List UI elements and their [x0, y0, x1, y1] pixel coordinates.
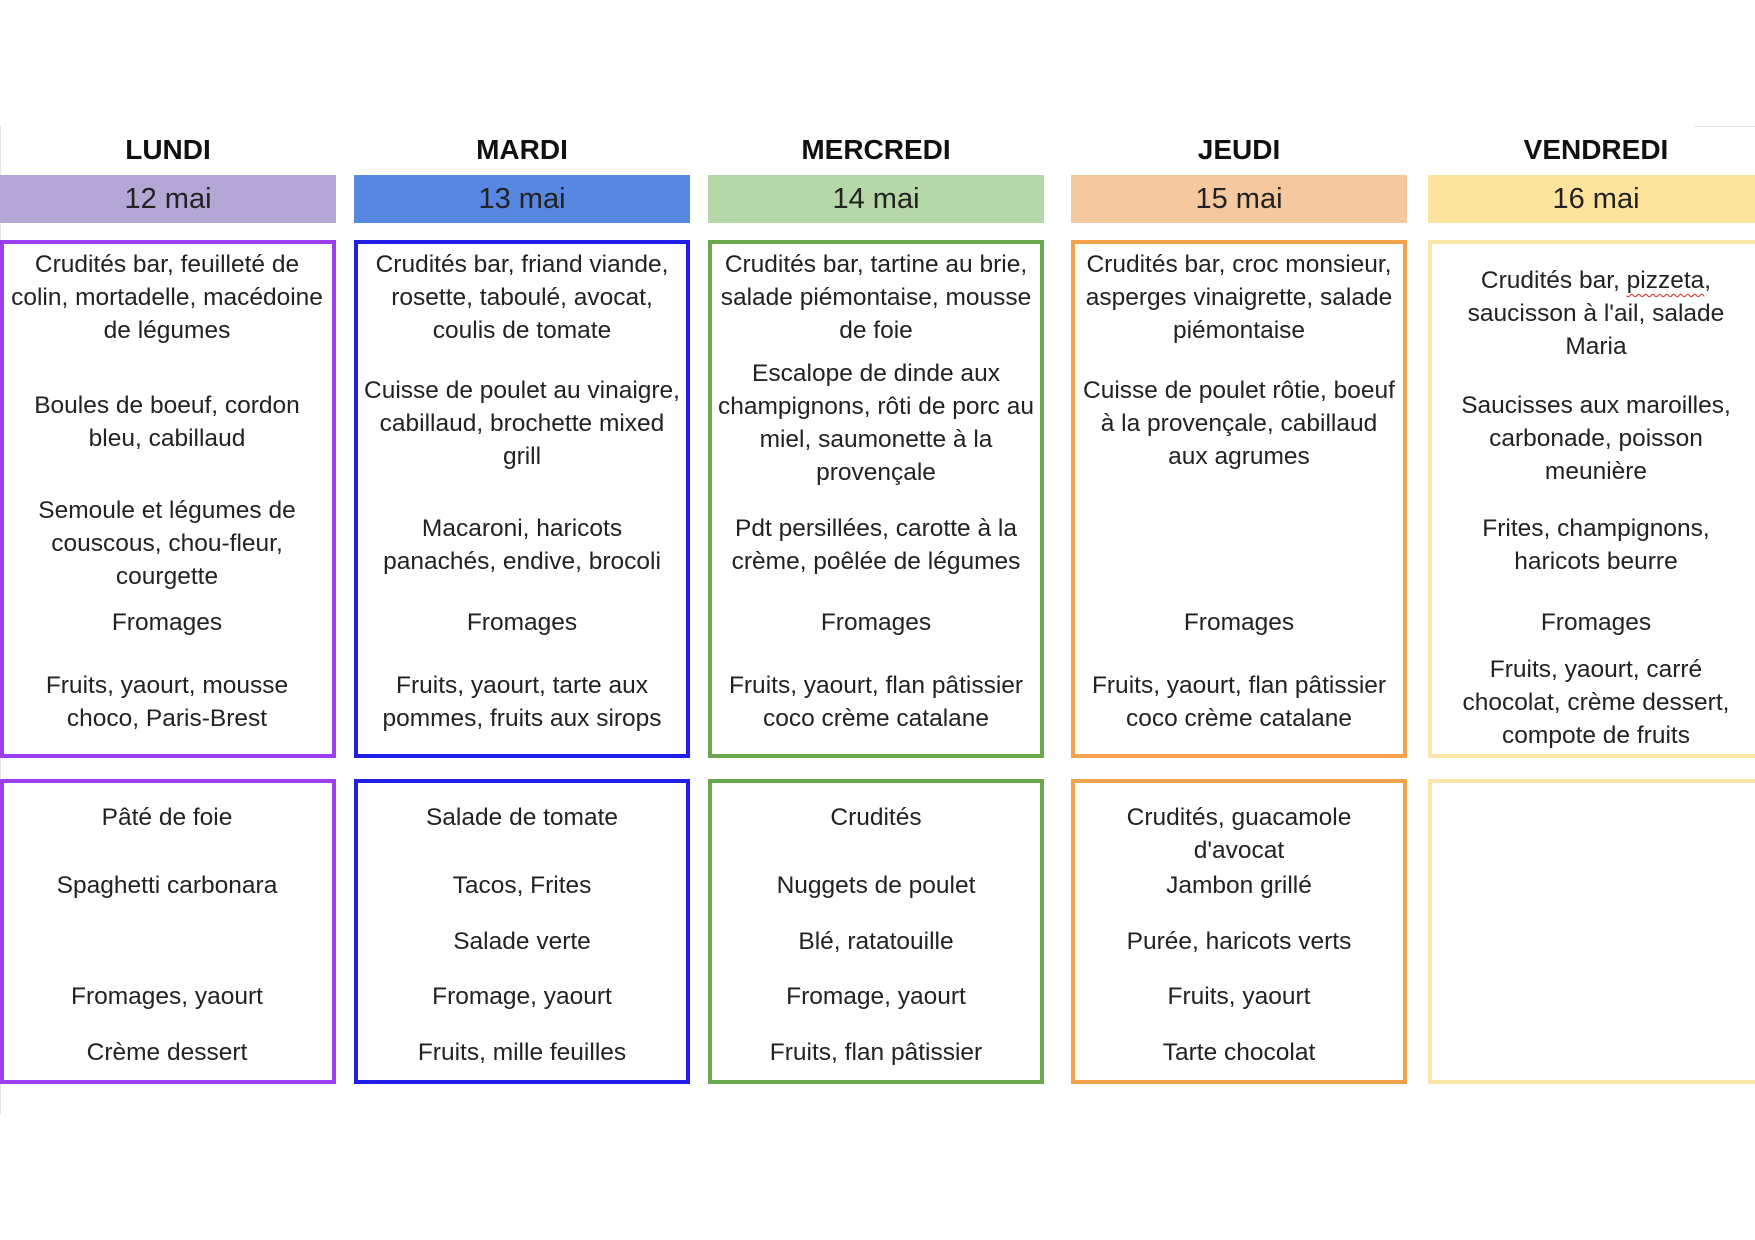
lunch-main: Boules de boeuf, cordon bleu, cabillaud: [34, 392, 300, 452]
dinner-starter: Crudités: [830, 804, 922, 831]
day-name: LUNDI: [125, 134, 211, 165]
day-column-mardi: MARDI 13 mai Crudités bar, friand viande…: [354, 0, 690, 1240]
lunch-cheese: Fromages: [1183, 609, 1295, 636]
dinner-dessert: Crème dessert: [86, 1039, 248, 1066]
lunch-starter-part: , saucisson à l'ail, salade Maria: [1467, 267, 1725, 360]
lunch-starter: Crudités bar, feuilleté de colin, mortad…: [11, 251, 323, 344]
lunch-cheese: Fromages: [466, 609, 578, 636]
dinner-main: Jambon grillé: [1166, 872, 1312, 899]
lunch-starter: Crudités bar, tartine au brie, salade pi…: [720, 251, 1032, 344]
lunch-dessert: Fruits, yaourt, tarte aux pommes, fruits…: [382, 672, 662, 732]
day-column-mercredi: MERCREDI 14 mai Crudités bar, tartine au…: [708, 0, 1044, 1240]
dinner-main: Nuggets de poulet: [776, 872, 976, 899]
dinner-dairy: Fromage, yaourt: [432, 983, 612, 1010]
day-name: VENDREDI: [1523, 134, 1669, 165]
lunch-menu-box: Crudités bar, friand viande, rosette, ta…: [354, 240, 690, 758]
day-name: MARDI: [476, 134, 568, 165]
lunch-dessert: Fruits, yaourt, flan pâtissier coco crèm…: [728, 672, 1024, 732]
date-bar: 13 mai: [354, 175, 690, 223]
lunch-starter: Crudités bar, croc monsieur, asperges vi…: [1085, 251, 1393, 344]
dinner-dairy: Fromage, yaourt: [786, 983, 966, 1010]
dinner-side: Blé, ratatouille: [798, 928, 954, 955]
dinner-dessert: Tarte chocolat: [1162, 1039, 1316, 1066]
lunch-dessert: Fruits, yaourt, carré chocolat, crème de…: [1462, 656, 1730, 749]
dinner-menu-box: Salade de tomate Tacos, Frites Salade ve…: [354, 779, 690, 1084]
lunch-menu-box: Crudités bar, tartine au brie, salade pi…: [708, 240, 1044, 758]
lunch-main: Saucisses aux maroilles, carbonade, pois…: [1461, 392, 1731, 485]
dinner-side: Salade verte: [453, 928, 591, 955]
dinner-starter: Crudités, guacamole d'avocat: [1126, 804, 1352, 864]
day-name: JEUDI: [1197, 134, 1281, 165]
dinner-menu-box: [1428, 779, 1755, 1084]
lunch-starter: Crudités bar, friand viande, rosette, ta…: [375, 251, 669, 344]
dinner-main: Tacos, Frites: [452, 872, 592, 899]
date-bar: 12 mai: [0, 175, 336, 223]
lunch-starter: Crudités bar, pizzeta, saucisson à l'ail…: [1432, 264, 1755, 363]
lunch-main: Escalope de dinde aux champignons, rôti …: [718, 360, 1034, 486]
lunch-sides: Frites, champignons, haricots beurre: [1482, 515, 1710, 575]
lunch-menu-box: Crudités bar, croc monsieur, asperges vi…: [1071, 240, 1407, 758]
spellcheck-word: pizzeta: [1626, 267, 1705, 294]
date-bar: 16 mai: [1428, 175, 1755, 223]
lunch-starter-part: Crudités bar,: [1480, 267, 1627, 294]
lunch-dessert: Fruits, yaourt, mousse choco, Paris-Bres…: [45, 672, 289, 732]
date-bar: 14 mai: [708, 175, 1044, 223]
dinner-dessert: Fruits, flan pâtissier: [769, 1039, 983, 1066]
day-column-vendredi: VENDREDI 16 mai Crudités bar, pizzeta, s…: [1428, 0, 1755, 1240]
dinner-dessert: Fruits, mille feuilles: [417, 1039, 627, 1066]
day-name: MERCREDI: [801, 134, 951, 165]
lunch-dessert: Fruits, yaourt, flan pâtissier coco crèm…: [1091, 672, 1387, 732]
lunch-menu-box: Crudités bar, feuilleté de colin, mortad…: [0, 240, 336, 758]
top-right-sheet-edge: [1694, 126, 1755, 127]
day-column-lundi: LUNDI 12 mai Crudités bar, feuilleté de …: [0, 0, 336, 1240]
lunch-menu-box: Crudités bar, pizzeta, saucisson à l'ail…: [1428, 240, 1755, 758]
day-column-jeudi: JEUDI 15 mai Crudités bar, croc monsieur…: [1071, 0, 1407, 1240]
lunch-cheese: Fromages: [111, 609, 223, 636]
date-bar: 15 mai: [1071, 175, 1407, 223]
dinner-side: Purée, haricots verts: [1126, 928, 1352, 955]
dinner-starter: Salade de tomate: [425, 804, 619, 831]
lunch-cheese: Fromages: [1540, 609, 1652, 636]
lunch-main: Cuisse de poulet au vinaigre, cabillaud,…: [364, 377, 680, 470]
lunch-sides: Pdt persillées, carotte à la crème, poêl…: [731, 515, 1021, 575]
dinner-menu-box: Crudités, guacamole d'avocat Jambon gril…: [1071, 779, 1407, 1084]
lunch-sides: Semoule et légumes de couscous, chou-fle…: [38, 497, 296, 590]
dinner-dairy: Fruits, yaourt: [1167, 983, 1311, 1010]
dinner-menu-box: Crudités Nuggets de poulet Blé, ratatoui…: [708, 779, 1044, 1084]
dinner-menu-box: Pâté de foie Spaghetti carbonara Fromage…: [0, 779, 336, 1084]
dinner-starter: Pâté de foie: [101, 804, 233, 831]
dinner-main: Spaghetti carbonara: [56, 872, 278, 899]
lunch-main: Cuisse de poulet rôtie, boeuf à la prove…: [1083, 377, 1395, 470]
dinner-dairy: Fromages, yaourt: [71, 983, 263, 1010]
lunch-sides: Macaroni, haricots panachés, endive, bro…: [383, 515, 661, 575]
lunch-cheese: Fromages: [820, 609, 932, 636]
